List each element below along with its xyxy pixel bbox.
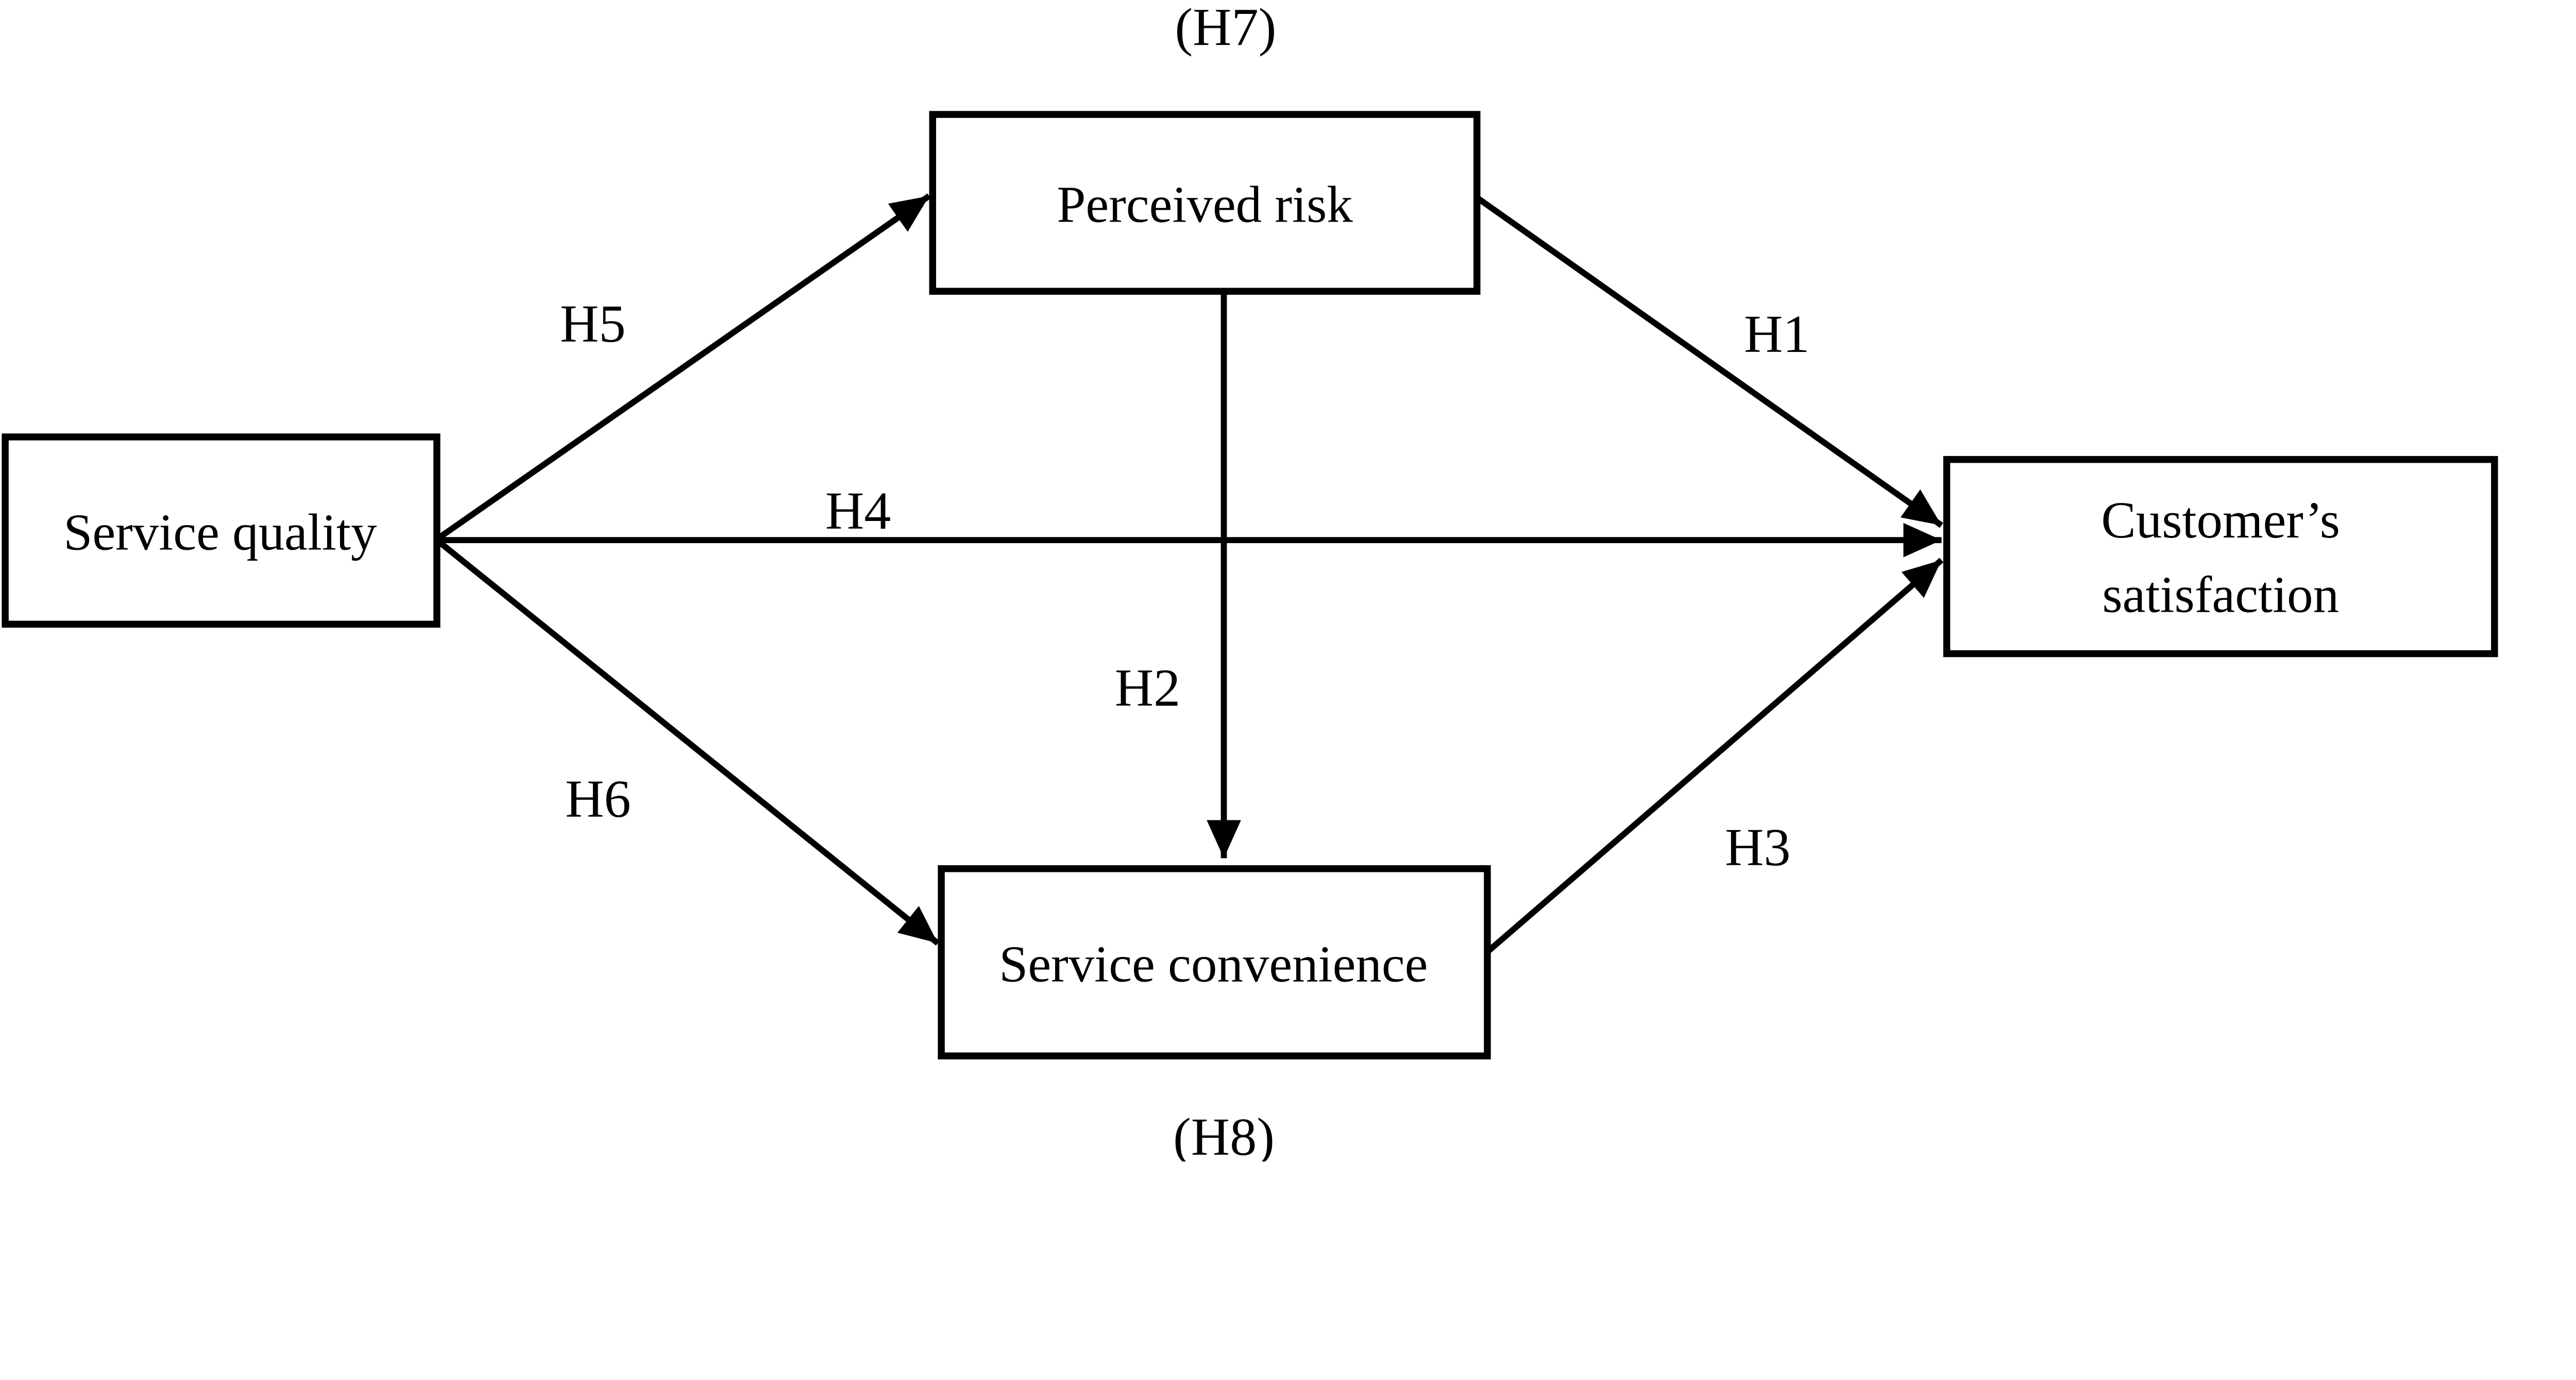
service-convenience-box: [938, 865, 1491, 1059]
arrow-h6-service-quality-to-service-convenience: [435, 537, 940, 946]
perceived-risk-box: [929, 111, 1481, 295]
customer-satisfaction-label-line2: satisfaction: [2102, 566, 2339, 624]
customer-satisfaction-label-line1: Customer’s: [2101, 491, 2340, 549]
h1-label: H1: [1744, 304, 1809, 364]
h7-annotation: (H7): [1175, 0, 1276, 57]
diagram-canvas: Service quality Perceived risk Service c…: [2, 0, 2498, 1162]
h3-label: H3: [1725, 817, 1790, 877]
h8-annotation: (H8): [1173, 1107, 1275, 1162]
h6-label: H6: [565, 769, 631, 829]
customer-satisfaction-box: [1943, 456, 2498, 658]
service-quality-box: [2, 433, 440, 628]
service-quality-label: Service quality: [63, 503, 377, 561]
h5-label: H5: [560, 294, 625, 354]
h2-label: H2: [1115, 658, 1180, 717]
h4-label: H4: [825, 481, 891, 541]
arrow-h1-perceived-risk-to-customer-satisfaction: [1475, 195, 1943, 528]
arrow-h5-service-quality-to-perceived-risk: [435, 193, 931, 542]
hypothesis-model-diagram: Service quality Perceived risk Service c…: [2, 0, 2498, 1162]
arrow-h3-service-convenience-to-customer-satisfaction: [1485, 558, 1944, 954]
service-convenience-label: Service convenience: [999, 935, 1428, 992]
perceived-risk-label: Perceived risk: [1057, 176, 1353, 233]
